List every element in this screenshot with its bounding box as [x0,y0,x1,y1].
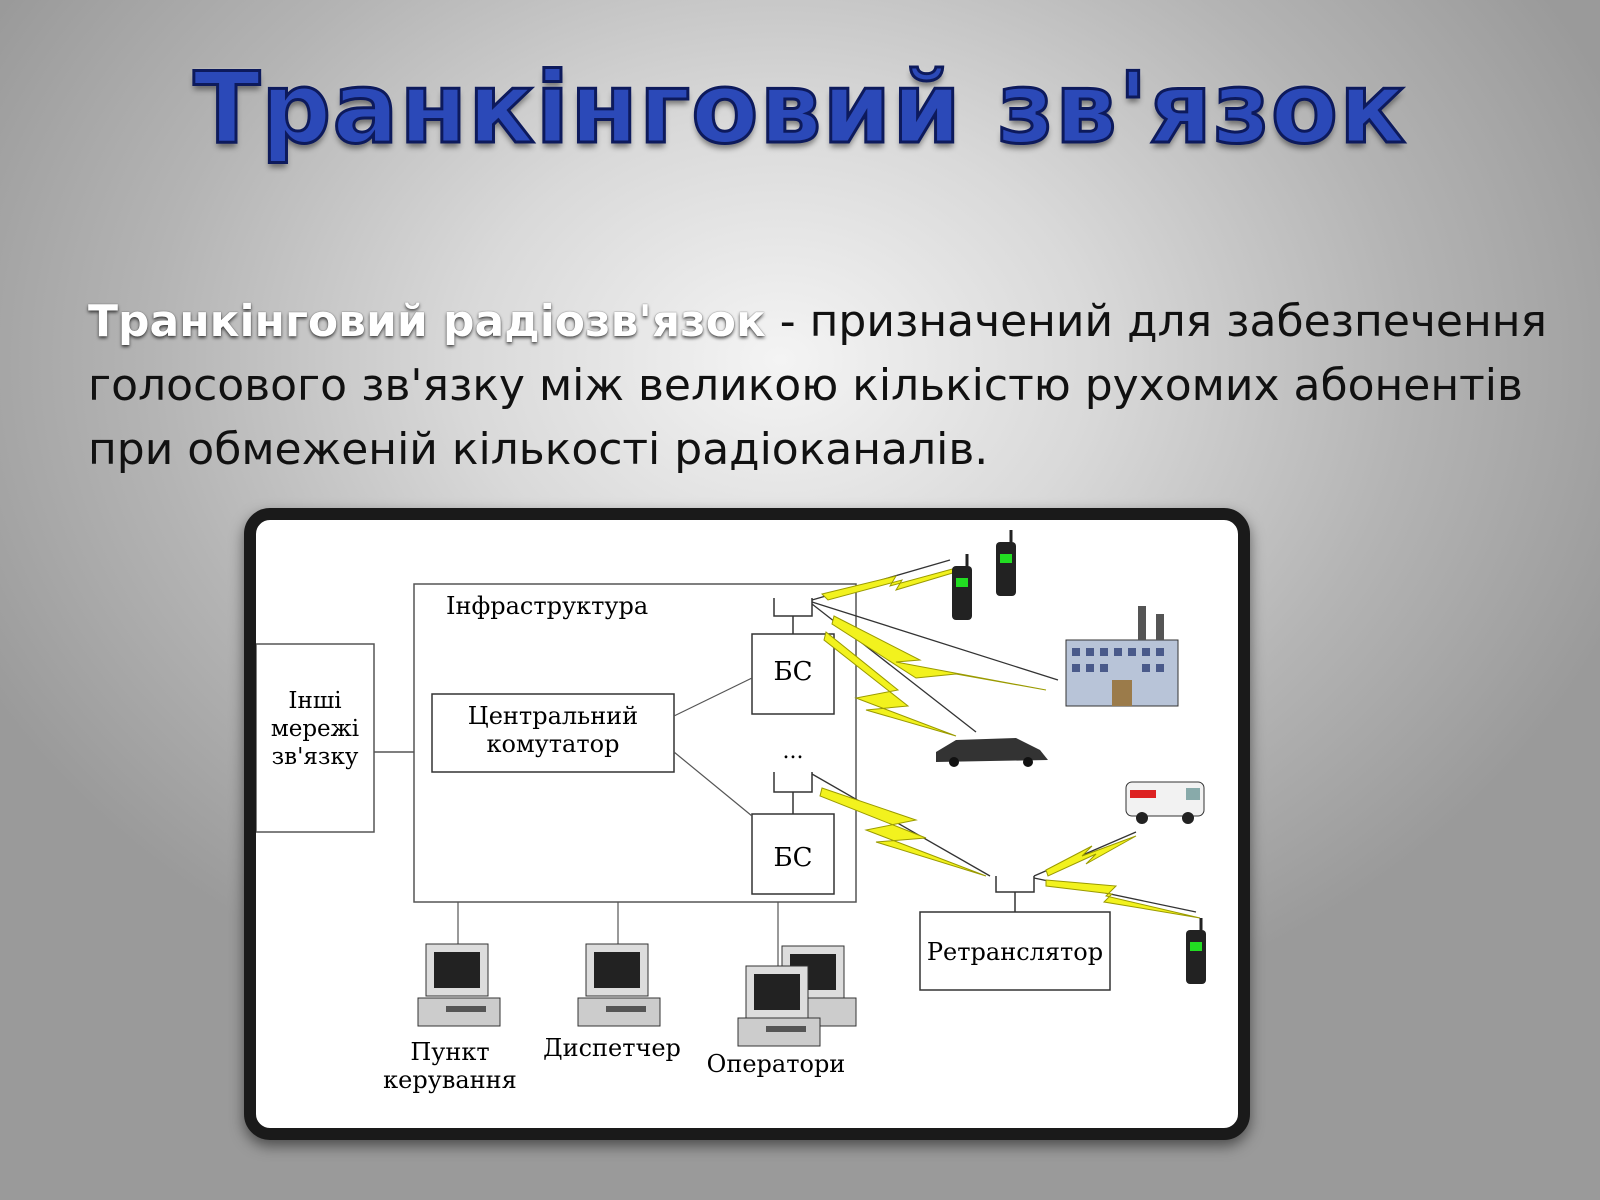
operators-label: Оператори [707,1050,846,1078]
link-switch-bs-top [673,677,753,717]
diagram-reflection [244,1130,1250,1200]
car-icon [936,738,1048,767]
other-networks-box [256,643,375,833]
dispatcher-label: Диспетчер [543,1034,681,1062]
infrastructure-label: Інфраструктура [446,592,648,620]
control-point-line2: керування [383,1066,517,1094]
computer-icon-dispatcher [577,943,661,1027]
bs-dots: ... [783,739,804,764]
other-networks-line1: Інші [288,688,341,714]
repeater-antenna [995,876,1035,912]
central-switch-box [431,693,675,773]
ambulance-icon [1125,781,1205,824]
slide-title: Транкінговий зв'язок [192,51,1407,168]
intro-text: - призначений для забезпечення голосовог… [88,296,1547,475]
lightning-bolt-2 [831,615,1047,691]
link-switch-bs-bottom [673,751,753,817]
lightning-bolt-4 [819,787,987,877]
other-networks-line3: зв'язку [272,744,359,770]
bs-bottom-antenna [773,772,813,814]
diagram-frame: Інфраструктура Інші мережі зв'язку Центр… [244,508,1250,1140]
bs-top-label: БС [774,657,813,687]
intro-term: Транкінговий радіозв'язок [88,296,766,347]
lightning-bolt-3 [823,631,957,737]
trunking-diagram: Інфраструктура Інші мережі зв'язку Центр… [256,530,1206,1094]
central-switch-line1: Центральний [468,702,638,730]
bs-top-antenna [773,598,813,634]
terminal-links [457,902,779,966]
handset-icon [1186,918,1206,984]
control-point-line1: Пункт [410,1038,489,1066]
other-networks-line2: мережі [271,716,359,742]
factory-icon [1065,606,1179,707]
lightning-bolt-6 [1045,879,1201,919]
lightning-bolts [819,567,1201,919]
lightning-bolt-5 [1045,835,1137,877]
intro-paragraph: Транкінговий радіозв'язок - призначений … [88,290,1568,482]
computer-icon-operators [737,945,857,1047]
central-switch-line2: комутатор [487,730,620,758]
handset-icon [996,530,1016,596]
computer-icon-control-point [417,943,501,1027]
infrastructure-box [413,583,857,903]
handset-icon [952,554,972,620]
bs-bottom-label: БС [774,843,813,873]
repeater-label: Ретранслятор [927,938,1103,966]
